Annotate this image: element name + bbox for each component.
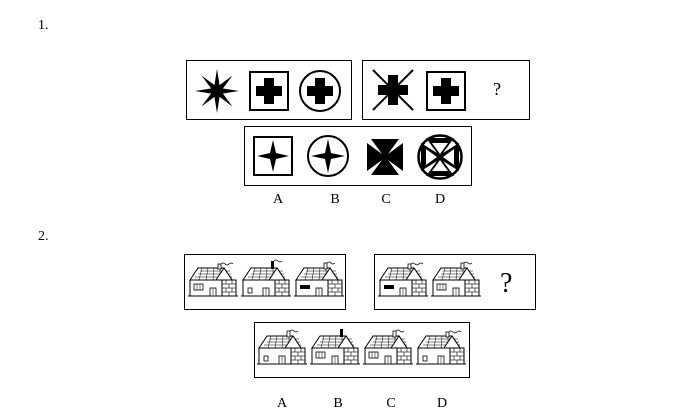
circle-four-point-star-icon [307,135,349,177]
house-icon [362,329,414,365]
eight-point-star-icon [195,69,239,113]
q1-option-label-d: D [434,192,446,207]
cross-with-x-icon [372,69,414,111]
house-icon [309,329,361,365]
house-icon [293,261,345,297]
circle-cross-icon [299,70,341,112]
circle-maltese-cross-icon [417,134,463,180]
q2-option-label-a: A [276,396,288,411]
house-icon [415,330,467,365]
q2-option-label-c: C [386,396,396,411]
house-icon [187,262,239,297]
maltese-cross-icon [367,139,403,175]
house-icon [256,329,308,365]
house-icon [430,261,482,297]
q1-option-label-b: B [330,192,340,207]
square-cross-icon [249,71,289,111]
square-four-point-star-icon [253,136,293,176]
q2-question-mark: ? [500,268,513,299]
q2-option-label-b: B [333,396,343,411]
q1-option-label-c: C [381,192,391,207]
square-cross-icon [426,71,466,111]
question-1-number: 1. [38,18,49,33]
house-icon [377,262,429,297]
q1-option-label-a: A [272,192,284,207]
house-icon [240,259,292,297]
q1-question-mark: ? [493,79,501,99]
q2-option-label-d: D [436,396,448,411]
question-2-number: 2. [38,229,49,244]
